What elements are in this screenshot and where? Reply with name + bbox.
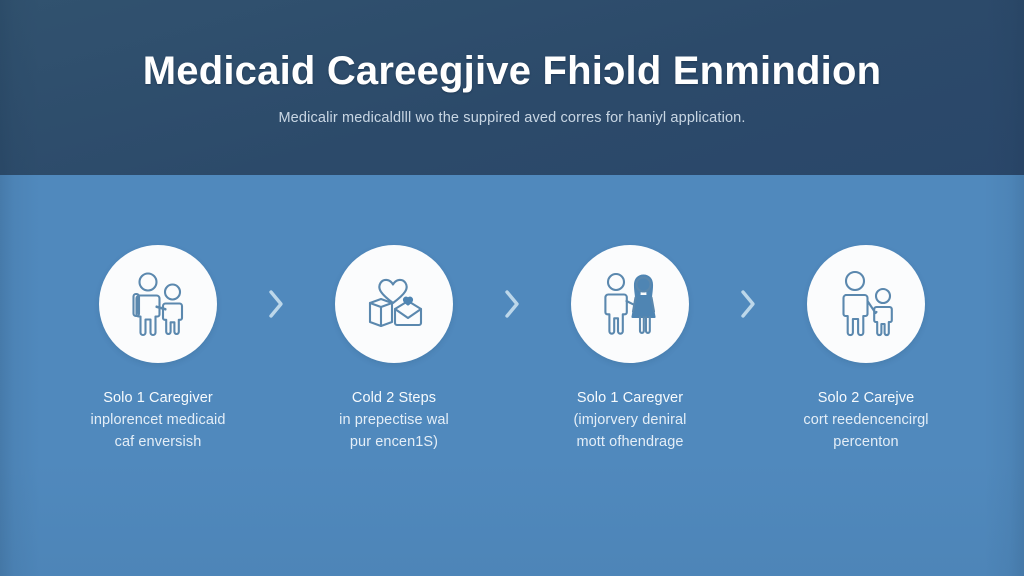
couple-support-icon: [591, 265, 669, 343]
step-2-icon-circle: [335, 245, 453, 363]
chevron-right-icon: [501, 287, 523, 321]
step-4-icon-circle: [807, 245, 925, 363]
step-1-caption-line2: inplorencet medicaid: [90, 412, 226, 429]
step-3-caption-title: Solo 1 Caregver: [576, 390, 684, 406]
heart-care-package-icon: [355, 265, 433, 343]
step-2-caption: Cold 2 Steps in prepectise wal pur encen…: [306, 387, 482, 453]
step-3-caption: Solo 1 Caregver (imjorvery deniral mott …: [542, 387, 718, 453]
caregiver-holding-child-icon: [119, 265, 197, 343]
adult-and-child-icon: [827, 265, 905, 343]
step-1-icon-circle: [99, 245, 217, 363]
step-separator-2: [478, 245, 546, 363]
step-4-caption-title: Solo 2 Carejve: [817, 390, 915, 406]
step-2-caption-line3: pur encen1S): [349, 434, 439, 451]
step-1: Solo 1 Caregiver inplorencet medicaid ca…: [74, 245, 242, 453]
step-separator-1: [242, 245, 310, 363]
step-2-caption-title: Cold 2 Steps: [351, 390, 437, 406]
step-4-caption: Solo 2 Carejve cort reedencencirgl perce…: [778, 387, 954, 453]
step-4-caption-line3: percenton: [833, 434, 899, 451]
step-4-caption-line2: cort reedencencirgl: [803, 412, 929, 429]
step-2: Cold 2 Steps in prepectise wal pur encen…: [310, 245, 478, 453]
step-3-caption-line2: (imjorvery deniral: [573, 412, 687, 429]
step-3-icon-circle: [571, 245, 689, 363]
step-4: Solo 2 Carejve cort reedencencirgl perce…: [782, 245, 950, 453]
steps-row: Solo 1 Caregiver inplorencet medicaid ca…: [0, 245, 1024, 453]
step-3: Solo 1 Caregver (imjorvery deniral mott …: [546, 245, 714, 453]
step-3-caption-line3: mott ofhendrage: [576, 434, 684, 451]
step-1-caption-title: Solo 1 Caregiver: [103, 390, 213, 406]
step-1-caption: Solo 1 Caregiver inplorencet medicaid ca…: [70, 387, 246, 453]
page-title: Medicaid Careegjive Fhiɔld Enmindion: [142, 49, 882, 93]
chevron-right-icon: [737, 287, 759, 321]
page-subtitle: Medicalir medicaldlll wo the suppired av…: [278, 110, 746, 126]
step-1-caption-line3: caf enversish: [114, 434, 202, 451]
chevron-right-icon: [265, 287, 287, 321]
header-band: Medicaid Careegjive Fhiɔld Enmindion Med…: [0, 0, 1024, 175]
step-2-caption-line2: in prepectise wal: [339, 412, 449, 429]
step-separator-3: [714, 245, 782, 363]
